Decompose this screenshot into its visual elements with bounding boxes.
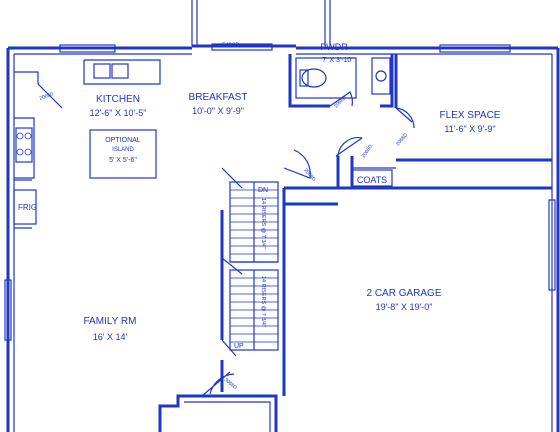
room-labels: KITCHEN 12'-6" X 10'-5" BREAKFAST 10'-0"…	[84, 42, 501, 342]
stair-upper-risers: 14 RISERS @ 7 3/4"	[260, 198, 266, 249]
doors	[201, 91, 415, 397]
island-label-2: ISLAND	[112, 147, 134, 153]
interior-walls	[14, 54, 552, 396]
range	[15, 127, 33, 163]
powder-fixtures	[295, 57, 391, 99]
door-tag-kitchen: 2068D	[39, 91, 55, 102]
family-dims: 16' X 14'	[93, 332, 128, 342]
door-tag-coats: 2068D	[361, 143, 375, 159]
island-label-1: OPTIONAL	[105, 137, 141, 144]
toilet	[301, 68, 327, 88]
kitchen-cabinets: FRIG	[13, 59, 161, 225]
powder-name: PWDR	[320, 42, 348, 52]
garage-dims: 19'-8" X 19'-0"	[376, 302, 433, 312]
door-tag-pwdr: 2068D	[333, 94, 348, 109]
island-dims: 5' X 5'-6"	[109, 157, 137, 164]
flex-name: FLEX SPACE	[440, 110, 501, 121]
sink-left	[93, 63, 111, 79]
windows	[4, 43, 556, 341]
door-tag-flex: 2068D	[395, 132, 409, 147]
stair-up-label: UP	[234, 343, 244, 350]
door-tag-front: 3068D	[223, 377, 238, 391]
sink-right	[111, 63, 129, 79]
coats-label: COATS	[357, 175, 387, 185]
exterior-walls	[6, 44, 560, 432]
kitchen-name: KITCHEN	[96, 94, 140, 105]
breakfast-name: BREAKFAST	[189, 92, 248, 103]
breakfast-dims: 10'-0" X 9'-9"	[192, 106, 244, 116]
flex-dims: 11'-6" X 9'-9"	[444, 124, 495, 134]
garage-name: 2 CAR GARAGE	[366, 288, 441, 299]
coats-closet: COATS	[351, 169, 393, 187]
window-tag-top: 5468D	[222, 43, 240, 49]
family-name: FAMILY RM	[84, 316, 137, 327]
powder-dims: 7' X 3'-10"	[322, 57, 354, 64]
stair-dn-label: DN	[258, 187, 268, 194]
fridge	[13, 189, 37, 225]
staircase: DN 14 RISERS @ 7 3/4" 14 RISERS @ 7 3/4"…	[221, 167, 279, 357]
porch-posts	[191, 0, 331, 46]
fridge-label: FRIG	[18, 203, 37, 212]
kitchen-dims: 12'-6" X 10'-5"	[90, 108, 147, 118]
stair-lower-risers: 14 RISERS @ 7 3/4"	[260, 276, 266, 327]
vanity	[371, 57, 391, 95]
door-tag-garage: 2068D	[302, 167, 316, 182]
optional-island: OPTIONAL ISLAND 5' X 5'-6"	[89, 129, 157, 179]
